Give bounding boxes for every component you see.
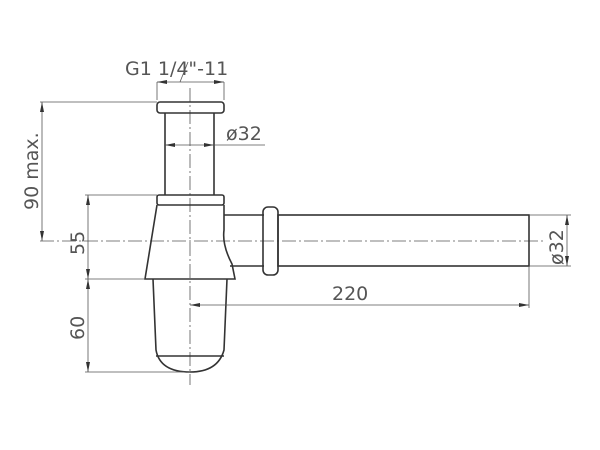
trap-body — [144, 101, 236, 373]
inlet-diameter-label: ø32 — [226, 123, 262, 145]
outlet-length-label: 220 — [332, 283, 368, 305]
outlet-length-dimension: 220 — [190, 266, 530, 308]
inlet-diameter-dimension: ø32 — [165, 123, 265, 147]
height-max-dimension: 90 max. — [21, 101, 157, 241]
bowl-height-label: 60 — [67, 316, 89, 340]
outlet-diameter-label: ø32 — [546, 229, 568, 265]
outlet-diameter-dimension: ø32 — [529, 214, 571, 267]
body-height-label: 55 — [67, 231, 89, 255]
bowl-height-dimension: 60 — [67, 279, 190, 373]
outlet-pipe — [224, 206, 530, 276]
body-height-dimension: 55 — [67, 194, 157, 280]
thread-label: G1 1/4"-11 — [125, 58, 228, 80]
height-max-label: 90 max. — [21, 132, 43, 210]
thread-dimension: G1 1/4"-11 — [125, 58, 228, 100]
